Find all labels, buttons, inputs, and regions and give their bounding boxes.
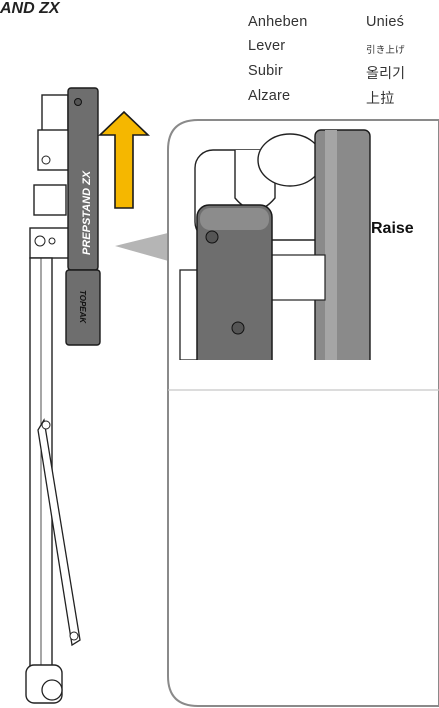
label-pl: Unieś	[366, 14, 405, 30]
detail-model-label: AND ZX	[0, 0, 60, 17]
label-pt: Subir	[248, 63, 283, 79]
brand-label: TOPEAK	[78, 290, 87, 324]
label-fr: Lever	[248, 38, 286, 54]
model-label: PREPSTAND ZX	[81, 170, 93, 255]
label-ko: 올리기	[366, 66, 406, 82]
label-de: Anheben	[248, 14, 308, 30]
up-arrow-icon	[98, 110, 150, 209]
mechanism-before	[179, 129, 371, 360]
up-arrow-icon: AND ZX Raise const data = JSON.parse(doc…	[0, 0, 414, 237]
label-ja: 引き上げ	[366, 45, 405, 56]
stand-side-view: PREPSTAND ZX TOPEAK	[25, 87, 101, 704]
label-zh: 上拉	[366, 91, 395, 107]
callout-pointer	[115, 232, 172, 262]
raise-label: Raise	[371, 220, 414, 237]
label-it: Alzare	[248, 88, 291, 104]
mechanism-after: AND ZX	[0, 0, 60, 17]
